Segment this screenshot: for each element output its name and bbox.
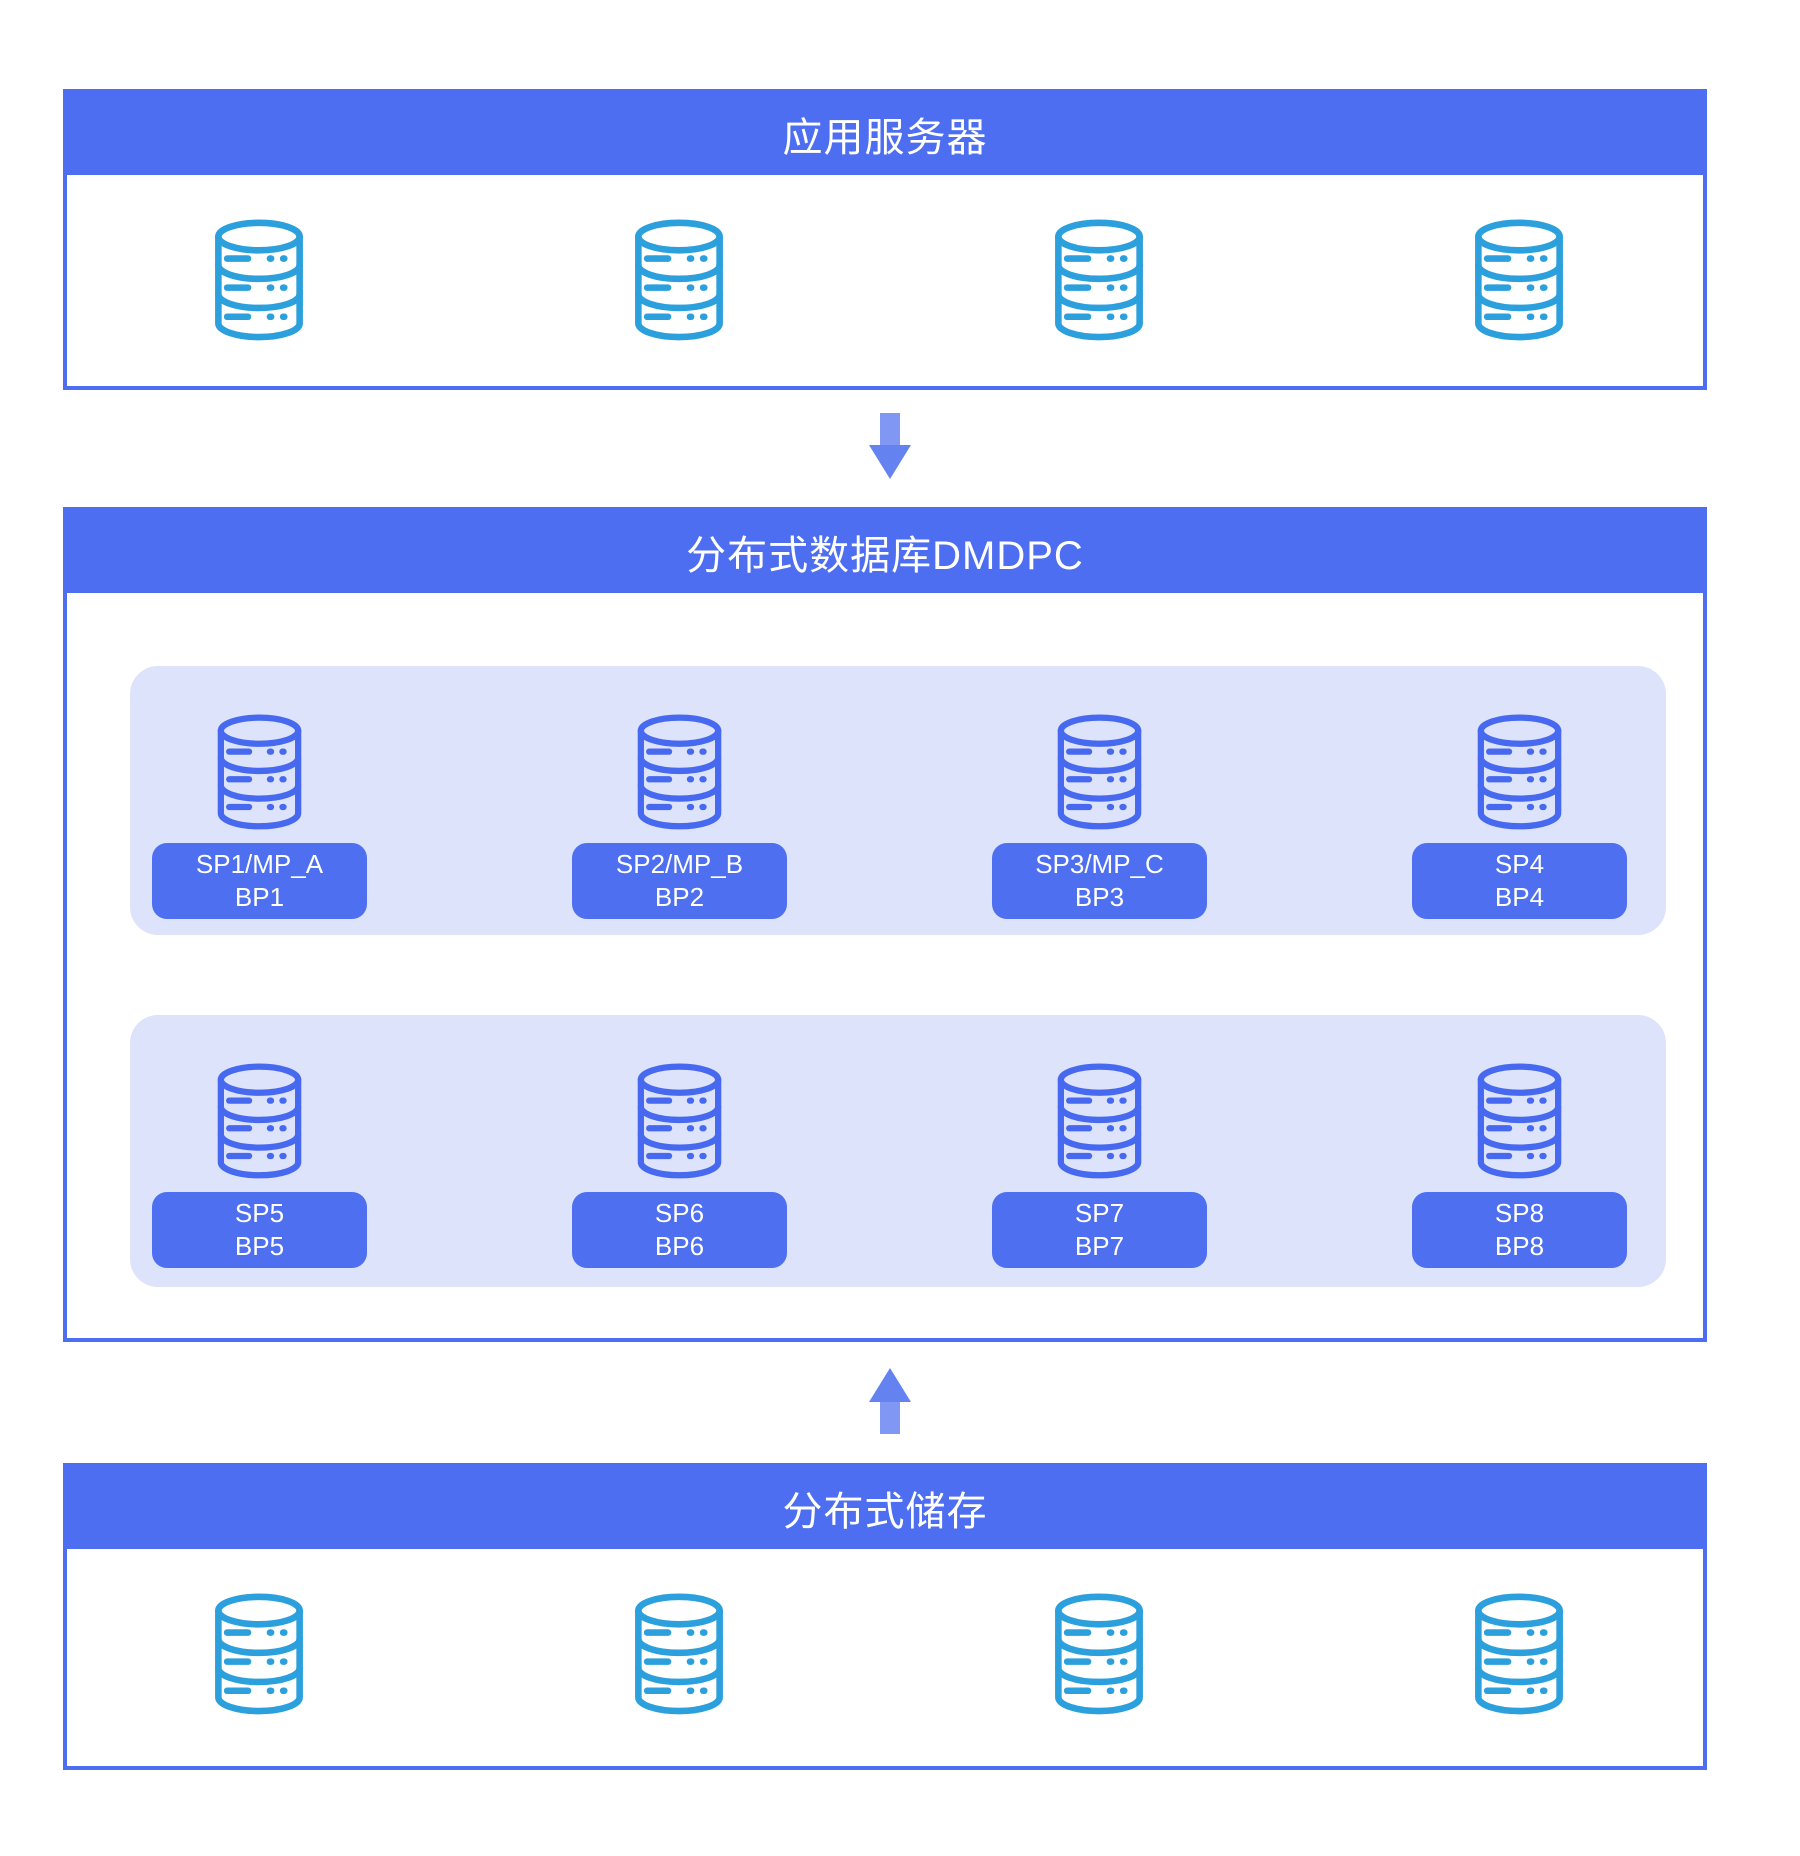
database-icon: [207, 1063, 312, 1180]
dmdpc-node-sp8: SP8 BP8: [1412, 1063, 1627, 1271]
database-icon: [627, 1063, 732, 1180]
storage-node: [571, 1593, 786, 1716]
node-label-sp4: SP4 BP4: [1412, 843, 1627, 919]
node-label-sp3: SP3/MP_C BP3: [992, 843, 1207, 919]
storage-header: 分布式储存: [67, 1467, 1703, 1549]
arrow-up-icon: [869, 1368, 911, 1434]
node-label-line2: BP2: [654, 882, 705, 912]
dmdpc-node-group-1: SP1/MP_A BP1 SP2/MP_B BP2 SP3/MP_C BP3: [130, 666, 1666, 935]
node-label-line1: SP8: [1494, 1198, 1545, 1228]
node-label-line2: BP1: [234, 882, 285, 912]
dmdpc-header: 分布式数据库DMDPC: [67, 511, 1703, 593]
arrow-head: [869, 1368, 911, 1402]
database-icon: [1044, 219, 1154, 342]
dmdpc-node-sp1: SP1/MP_A BP1: [152, 714, 367, 919]
storage-node: [992, 1593, 1207, 1716]
node-label-line1: SP4: [1494, 849, 1545, 879]
dmdpc-node-sp4: SP4 BP4: [1412, 714, 1627, 919]
database-icon: [207, 714, 312, 831]
app-server-node: [1412, 219, 1627, 342]
dmdpc-node-sp5: SP5 BP5: [152, 1063, 367, 1271]
app-server-node: [571, 219, 786, 342]
node-label-line1: SP5: [234, 1198, 285, 1228]
node-label-sp7: SP7 BP7: [992, 1192, 1207, 1268]
node-label-line2: BP5: [234, 1231, 285, 1261]
database-icon: [624, 1593, 734, 1716]
node-label-line1: SP3/MP_C: [1035, 849, 1164, 879]
storage-node: [1412, 1593, 1627, 1716]
app-server-node: [992, 219, 1207, 342]
section-app-server: 应用服务器: [63, 89, 1707, 390]
database-icon: [1047, 714, 1152, 831]
dmdpc-node-sp3: SP3/MP_C BP3: [992, 714, 1207, 919]
node-label-line1: SP1/MP_A: [195, 849, 324, 879]
database-icon: [1467, 714, 1572, 831]
arrow-shaft: [880, 1402, 900, 1434]
node-label-line2: BP3: [1074, 882, 1125, 912]
app-server-node: [151, 219, 366, 342]
section-dmdpc: 分布式数据库DMDPC SP1/MP_A BP1 SP2/MP_B BP2: [63, 507, 1707, 1342]
node-label-line2: BP6: [654, 1231, 705, 1261]
database-icon: [1464, 219, 1574, 342]
database-icon: [624, 219, 734, 342]
section-storage: 分布式储存: [63, 1463, 1707, 1770]
arrow-head: [869, 445, 911, 479]
arrow-shaft: [880, 413, 900, 445]
database-icon: [1464, 1593, 1574, 1716]
dmdpc-node-sp2: SP2/MP_B BP2: [572, 714, 787, 919]
app-server-icon-row: [67, 175, 1703, 386]
node-label-line2: BP7: [1074, 1231, 1125, 1261]
storage-icon-row: [67, 1549, 1703, 1760]
database-icon: [1467, 1063, 1572, 1180]
node-label-line1: SP2/MP_B: [615, 849, 744, 879]
database-icon: [204, 1593, 314, 1716]
dmdpc-node-group-2: SP5 BP5 SP6 BP6 SP7 BP7: [130, 1015, 1666, 1287]
node-label-sp2: SP2/MP_B BP2: [572, 843, 787, 919]
database-icon: [1044, 1593, 1154, 1716]
node-label-sp5: SP5 BP5: [152, 1192, 367, 1268]
app-server-header: 应用服务器: [67, 93, 1703, 175]
node-label-line1: SP7: [1074, 1198, 1125, 1228]
node-label-sp1: SP1/MP_A BP1: [152, 843, 367, 919]
node-label-sp8: SP8 BP8: [1412, 1192, 1627, 1268]
dmdpc-node-sp6: SP6 BP6: [572, 1063, 787, 1271]
arrow-down-icon: [869, 413, 911, 479]
node-label-line2: BP8: [1494, 1231, 1545, 1261]
node-label-sp6: SP6 BP6: [572, 1192, 787, 1268]
dmdpc-node-sp7: SP7 BP7: [992, 1063, 1207, 1271]
database-icon: [627, 714, 732, 831]
database-icon: [1047, 1063, 1152, 1180]
node-label-line1: SP6: [654, 1198, 705, 1228]
node-label-line2: BP4: [1494, 882, 1545, 912]
database-icon: [204, 219, 314, 342]
storage-node: [151, 1593, 366, 1716]
